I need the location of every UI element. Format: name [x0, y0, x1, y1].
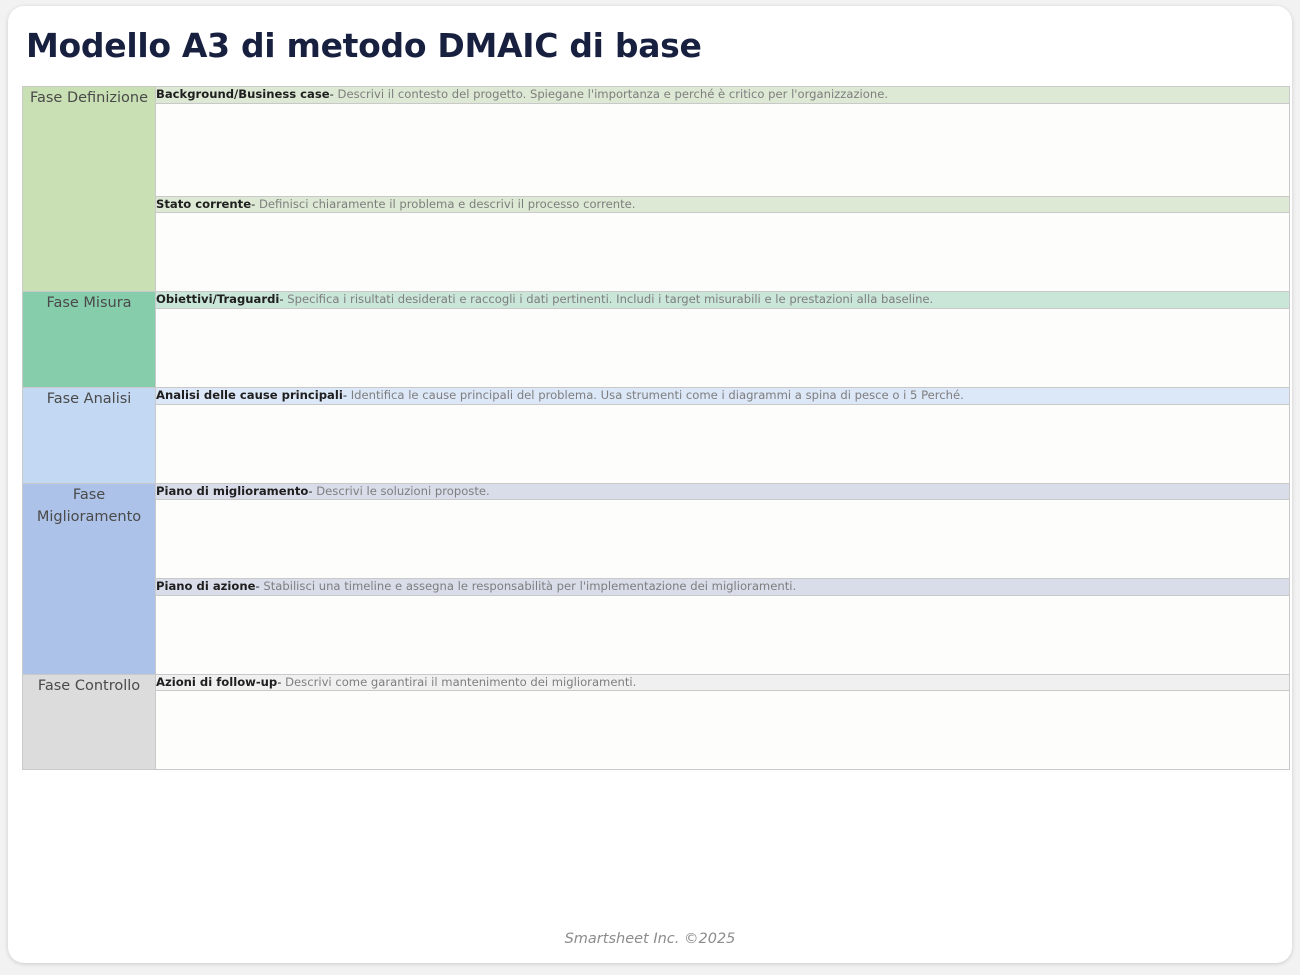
table-row: Fase Misura Obiettivi/Traguardi- Specifi… — [22, 291, 1290, 388]
table-row: Piano di azione- Stabilisci una timeline… — [23, 578, 1290, 596]
prompt-piano-di-miglioramento: Piano di miglioramento- Descrivi le solu… — [155, 482, 1290, 501]
entry-field-background-business-case[interactable] — [155, 102, 1290, 197]
prompt-title: Analisi delle cause principali — [156, 387, 343, 402]
table-row: Stato corrente- Definisci chiaramente il… — [23, 195, 1290, 214]
phase-label-analisi: Fase Analisi — [22, 386, 156, 484]
entry-field-azioni-di-follow-up[interactable] — [155, 690, 1290, 771]
prompt-title: Azioni di follow-up — [156, 674, 278, 689]
footer-copyright: Smartsheet Inc. ©2025 — [564, 931, 736, 947]
table-row — [23, 212, 1290, 293]
prompt-title: Piano di azione — [156, 579, 256, 594]
prompt-description: Stabilisci una timeline e assegna le res… — [263, 579, 797, 594]
prompt-obiettivi-traguardi: Obiettivi/Traguardi- Specifica i risulta… — [155, 291, 1290, 309]
phase-label-miglioramento: Fase Miglioramento — [22, 482, 156, 675]
entry-field-stato-corrente[interactable] — [155, 212, 1290, 293]
table-row — [23, 594, 1290, 675]
entry-field-piano-di-miglioramento[interactable] — [155, 499, 1290, 580]
table-row: Fase Analisi Analisi delle cause princip… — [22, 386, 1290, 484]
prompt-title: Obiettivi/Traguardi — [156, 292, 280, 307]
prompt-title: Background/Business case — [156, 87, 330, 101]
prompt-background-business-case: Background/Business case- Descrivi il co… — [155, 86, 1290, 104]
prompt-separator: - — [279, 292, 284, 307]
dmaic-a3-table: Fase Definizione Background/Business cas… — [22, 85, 1290, 771]
prompt-azioni-di-follow-up: Azioni di follow-up- Descrivi come garan… — [155, 673, 1290, 692]
template-card: Modello A3 di metodo DMAIC di base Fase … — [8, 6, 1292, 963]
prompt-description: Descrivi come garantirai il mantenimento… — [285, 674, 637, 689]
prompt-separator: - — [255, 579, 260, 594]
entry-field-obiettivi-traguardi[interactable] — [155, 307, 1290, 388]
prompt-description: Identifica le cause principali del probl… — [350, 387, 964, 402]
prompt-description: Definisci chiaramente il problema e desc… — [258, 196, 636, 211]
prompt-separator: - — [251, 196, 256, 211]
table-row — [23, 403, 1290, 484]
prompt-description: Specifica i risultati desiderati e racco… — [287, 292, 934, 307]
prompt-stato-corrente: Stato corrente- Definisci chiaramente il… — [155, 195, 1290, 214]
table-row — [23, 499, 1290, 580]
prompt-description: Descrivi le soluzioni proposte. — [316, 483, 490, 498]
table-row: Fase Miglioramento Piano di migliorament… — [22, 482, 1290, 675]
table-row: Fase Controllo Azioni di follow-up- Desc… — [22, 673, 1290, 771]
phase-label-definizione: Fase Definizione — [22, 85, 156, 293]
prompt-separator: - — [329, 87, 334, 101]
table-row — [23, 307, 1290, 388]
prompt-analisi-cause-principali: Analisi delle cause principali- Identifi… — [155, 386, 1290, 405]
table-row — [23, 102, 1290, 197]
prompt-separator: - — [308, 483, 313, 498]
prompt-piano-di-azione: Piano di azione- Stabilisci una timeline… — [155, 578, 1290, 596]
phase-label-controllo: Fase Controllo — [22, 673, 156, 771]
page-title: Modello A3 di metodo DMAIC di base — [26, 26, 702, 65]
prompt-title: Stato corrente — [156, 196, 252, 211]
table-row — [23, 690, 1290, 771]
prompt-title: Piano di miglioramento — [156, 483, 309, 498]
prompt-separator: - — [277, 674, 282, 689]
entry-field-piano-di-azione[interactable] — [155, 594, 1290, 675]
entry-field-analisi-cause-principali[interactable] — [155, 403, 1290, 484]
prompt-description: Descrivi il contesto del progetto. Spieg… — [337, 87, 889, 101]
phase-label-misura: Fase Misura — [22, 291, 156, 388]
table-row: Fase Definizione Background/Business cas… — [22, 85, 1290, 293]
prompt-separator: - — [342, 387, 348, 402]
